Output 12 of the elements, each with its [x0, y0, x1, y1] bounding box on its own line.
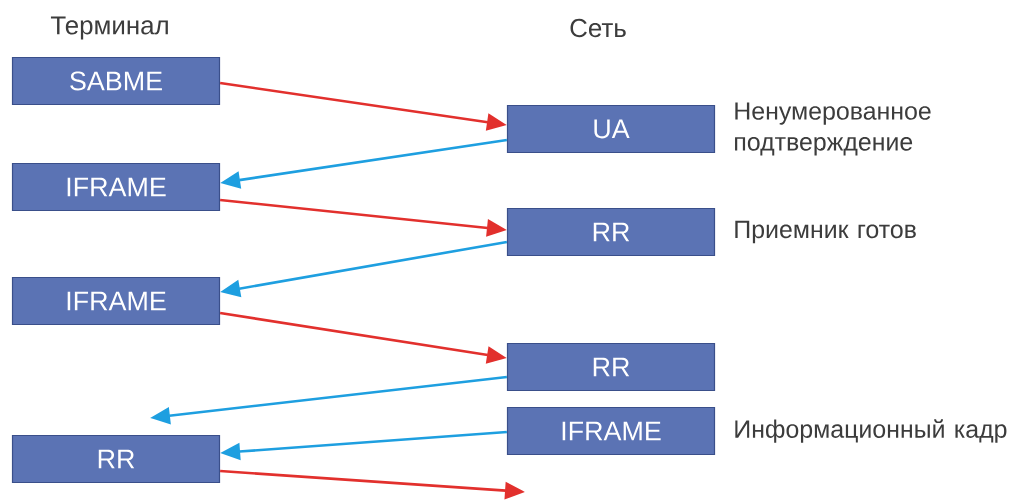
- frame-box: IFRAME: [506, 406, 716, 456]
- frame-box: RR: [506, 207, 716, 257]
- frame-box: UA: [506, 104, 716, 154]
- frame-description: Информационный кадр: [735, 419, 1007, 443]
- frame-description: Приемник готов: [735, 220, 916, 244]
- frame-box: RR: [506, 342, 716, 392]
- frame-box: IFRAME: [11, 276, 221, 326]
- frame-box: SABME: [11, 56, 221, 106]
- frame-box: IFRAME: [11, 162, 221, 212]
- column-heading: Сеть: [570, 18, 626, 38]
- frame-box: RR: [11, 434, 221, 484]
- frame-description: Ненумерованное подтверждение: [735, 102, 931, 156]
